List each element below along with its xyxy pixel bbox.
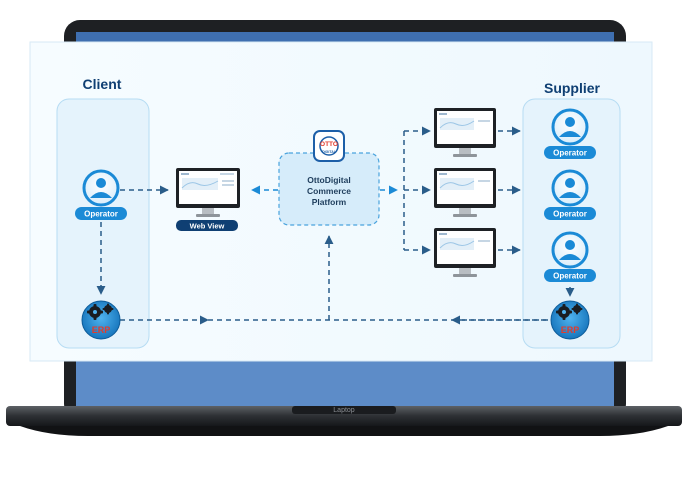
platform-name-line1: OttoDigital [307,175,350,185]
supplier-panel: Supplier [522,80,621,349]
client-panel: Client [56,76,150,349]
platform-name-line3: Platform [312,197,347,207]
web-view-label-pill [176,220,238,231]
supplier-operator-label-1: Operator [553,149,587,158]
supplier-operator-label-2: Operator [553,210,587,219]
supplier-operator-3: Operator [544,231,596,282]
supplier-operator-1: Operator [544,108,596,159]
laptop-notch [292,406,396,414]
svg-text:DIGITAL: DIGITAL [322,150,337,154]
web-view-label: Web View [190,222,225,231]
supplier-operator-label-3: Operator [553,272,587,281]
supplier-monitor-1 [434,108,496,157]
laptop-brand: Laptop [333,407,355,414]
supplier-panel-box [522,98,621,349]
client-panel-box [56,98,150,349]
platform-node: OTTO DIGITAL OttoDigital Commerce Platfo… [278,130,380,226]
platform-box [278,152,380,226]
connectors [96,126,575,325]
supplier-monitor-2 [434,168,496,217]
supplier-monitor-3 [434,228,496,277]
client-operator: Operator [75,169,127,220]
web-view-monitor: Web View [176,168,240,231]
supplier-erp: ERP [550,300,590,340]
client-erp-label: ERP [92,325,111,335]
client-erp: ERP [81,300,121,340]
otto-logo: OTTO DIGITAL [313,130,345,162]
client-operator-label: Operator [84,210,118,219]
supplier-title: Supplier [544,80,601,96]
laptop-base [6,406,682,426]
supplier-erp-label: ERP [561,325,580,335]
platform-name-line2: Commerce [307,186,351,196]
supplier-operator-2: Operator [544,169,596,220]
laptop-base-bottom [20,426,668,436]
svg-text:OTTO: OTTO [320,141,338,148]
client-title: Client [83,76,122,92]
